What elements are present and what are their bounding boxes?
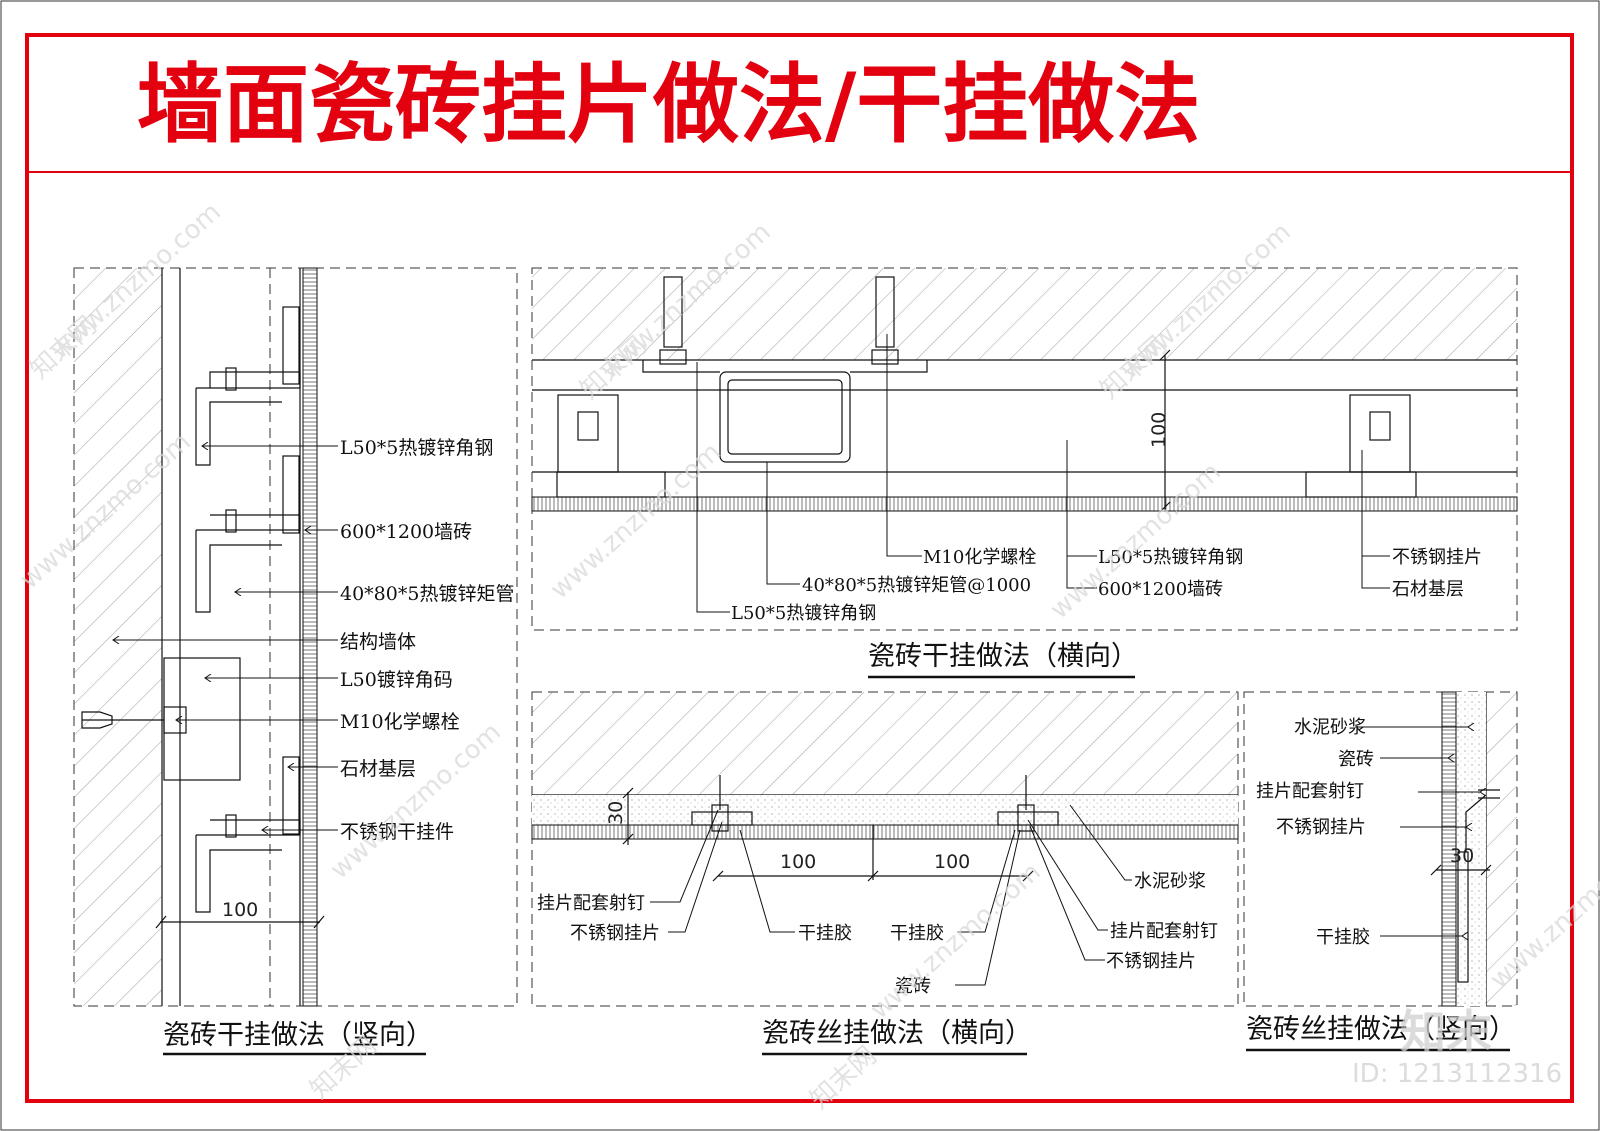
- vw-label-3: 不锈钢挂片: [1276, 817, 1366, 838]
- hw-label-5: 水泥砂浆: [1134, 871, 1206, 892]
- panel-vertical-wire: 30 水泥砂浆 瓷砖 挂片配套射钉 不锈钢挂片 干挂胶 瓷砖丝挂做法（竖向）: [1243, 691, 1518, 1052]
- hd-label-1: 40*80*5热镀锌矩管@1000: [802, 575, 1031, 596]
- hw-label-7: 不锈钢挂片: [1106, 951, 1196, 972]
- hw-label-2: 干挂胶: [798, 923, 852, 944]
- hw-dim-1: 100: [780, 851, 816, 873]
- page-title: 墙面瓷砖挂片做法/干挂做法: [137, 55, 1200, 155]
- hd-label-0: M10化学螺栓: [923, 547, 1036, 568]
- vd-label-1: 600*1200墙砖: [340, 521, 472, 543]
- vd-label-0: L50*5热镀锌角钢: [340, 437, 493, 459]
- watermark-site-5: www.znzmo.com: [545, 437, 727, 605]
- vw-label-2: 挂片配套射钉: [1256, 781, 1364, 802]
- hw-caption: 瓷砖丝挂做法（横向）: [762, 1018, 1032, 1049]
- watermark-site-7: www.znzmo.com: [325, 717, 507, 885]
- hd-label-5: 不锈钢挂片: [1392, 547, 1482, 568]
- hw-label-3: 干挂胶: [890, 923, 944, 944]
- vd-label-5: M10化学螺栓: [340, 711, 460, 733]
- hd-label-3: L50*5热镀锌角钢: [1098, 547, 1243, 568]
- vd-label-7: 不锈钢干挂件: [340, 821, 454, 843]
- vd-label-2: 40*80*5热镀锌矩管: [340, 583, 514, 605]
- horizontal-dry-dim: 100: [1148, 412, 1170, 448]
- hw-label-0: 挂片配套射钉: [537, 893, 645, 914]
- hw-label-4: 瓷砖: [895, 976, 931, 997]
- vw-label-4: 干挂胶: [1316, 927, 1370, 948]
- vw-dim: 30: [1450, 845, 1474, 867]
- vw-caption: 瓷砖丝挂做法（竖向）: [1246, 1014, 1516, 1045]
- hw-label-6: 挂片配套射钉: [1110, 921, 1218, 942]
- hw-dim-2: 100: [934, 851, 970, 873]
- hd-label-2: L50*5热镀锌角钢: [731, 603, 876, 624]
- vw-label-1: 瓷砖: [1338, 749, 1374, 770]
- vd-caption: 瓷砖干挂做法（竖向）: [163, 1020, 433, 1051]
- vd-label-3: 结构墙体: [340, 631, 416, 653]
- vw-label-0: 水泥砂浆: [1294, 717, 1366, 738]
- hw-label-1: 不锈钢挂片: [570, 923, 660, 944]
- hd-label-4: 600*1200墙砖: [1098, 579, 1223, 600]
- hd-label-6: 石材基层: [1392, 579, 1464, 600]
- watermark-cn-5: 知末网: [805, 1041, 883, 1115]
- watermark-brand: 知末: [1400, 1005, 1492, 1059]
- panel-horizontal-wire: 30 100 100 挂片配套射钉 不锈钢挂片 干挂胶 干挂胶 瓷砖 水泥砂浆 …: [531, 691, 1239, 1056]
- hw-dim-0: 30: [605, 801, 627, 825]
- panel-vertical-dry: 100 L50*5热镀锌角钢 600*1200墙砖 40*80*5热镀锌矩管 结…: [73, 267, 518, 1056]
- vd-label-4: L50镀锌角码: [340, 669, 453, 691]
- watermark-id: ID: 1213112316: [1352, 1059, 1562, 1089]
- panel-horizontal-dry: 100 M10化学螺栓 40*80*5热镀锌矩管@1000 L50*5热镀锌角钢…: [531, 267, 1518, 679]
- vd-label-6: 石材基层: [340, 758, 416, 780]
- hd-caption: 瓷砖干挂做法（横向）: [868, 641, 1138, 672]
- vertical-dry-dim: 100: [222, 899, 258, 921]
